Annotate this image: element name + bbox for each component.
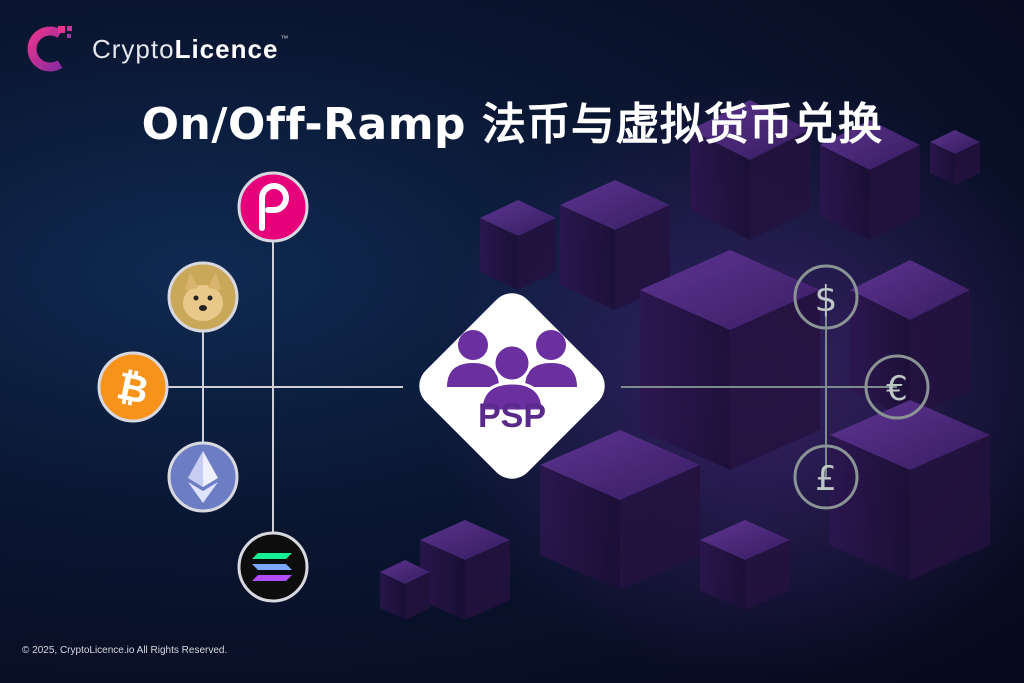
euro-node: €	[864, 354, 930, 420]
bitcoin-node: ₿	[97, 351, 169, 423]
ethereum-icon	[188, 451, 218, 503]
dogecoin-node	[167, 261, 239, 333]
ethereum-node	[167, 441, 239, 513]
copyright-footer: © 2025, CryptoLicence.io All Rights Rese…	[22, 645, 228, 656]
connector-lines	[133, 207, 403, 567]
users-group-icon	[447, 330, 577, 413]
polkadot-node	[237, 171, 309, 243]
dollar-icon: $	[815, 279, 838, 320]
logo-icon	[27, 26, 72, 72]
page-title: On/Off-Ramp 法币与虚拟货币兑换	[141, 99, 883, 150]
solana-node	[237, 531, 309, 603]
dogecoin-icon	[183, 272, 223, 321]
psp-node: PSP	[403, 277, 621, 495]
pound-icon: £	[815, 459, 837, 499]
solana-icon	[252, 553, 292, 581]
psp-label: PSP	[477, 397, 547, 435]
polkadot-icon	[259, 183, 289, 231]
psp-diamond	[419, 293, 605, 479]
euro-icon: €	[886, 369, 908, 409]
cube-cluster	[380, 100, 990, 620]
pound-node: £	[793, 444, 859, 510]
dollar-node: $	[793, 264, 859, 330]
